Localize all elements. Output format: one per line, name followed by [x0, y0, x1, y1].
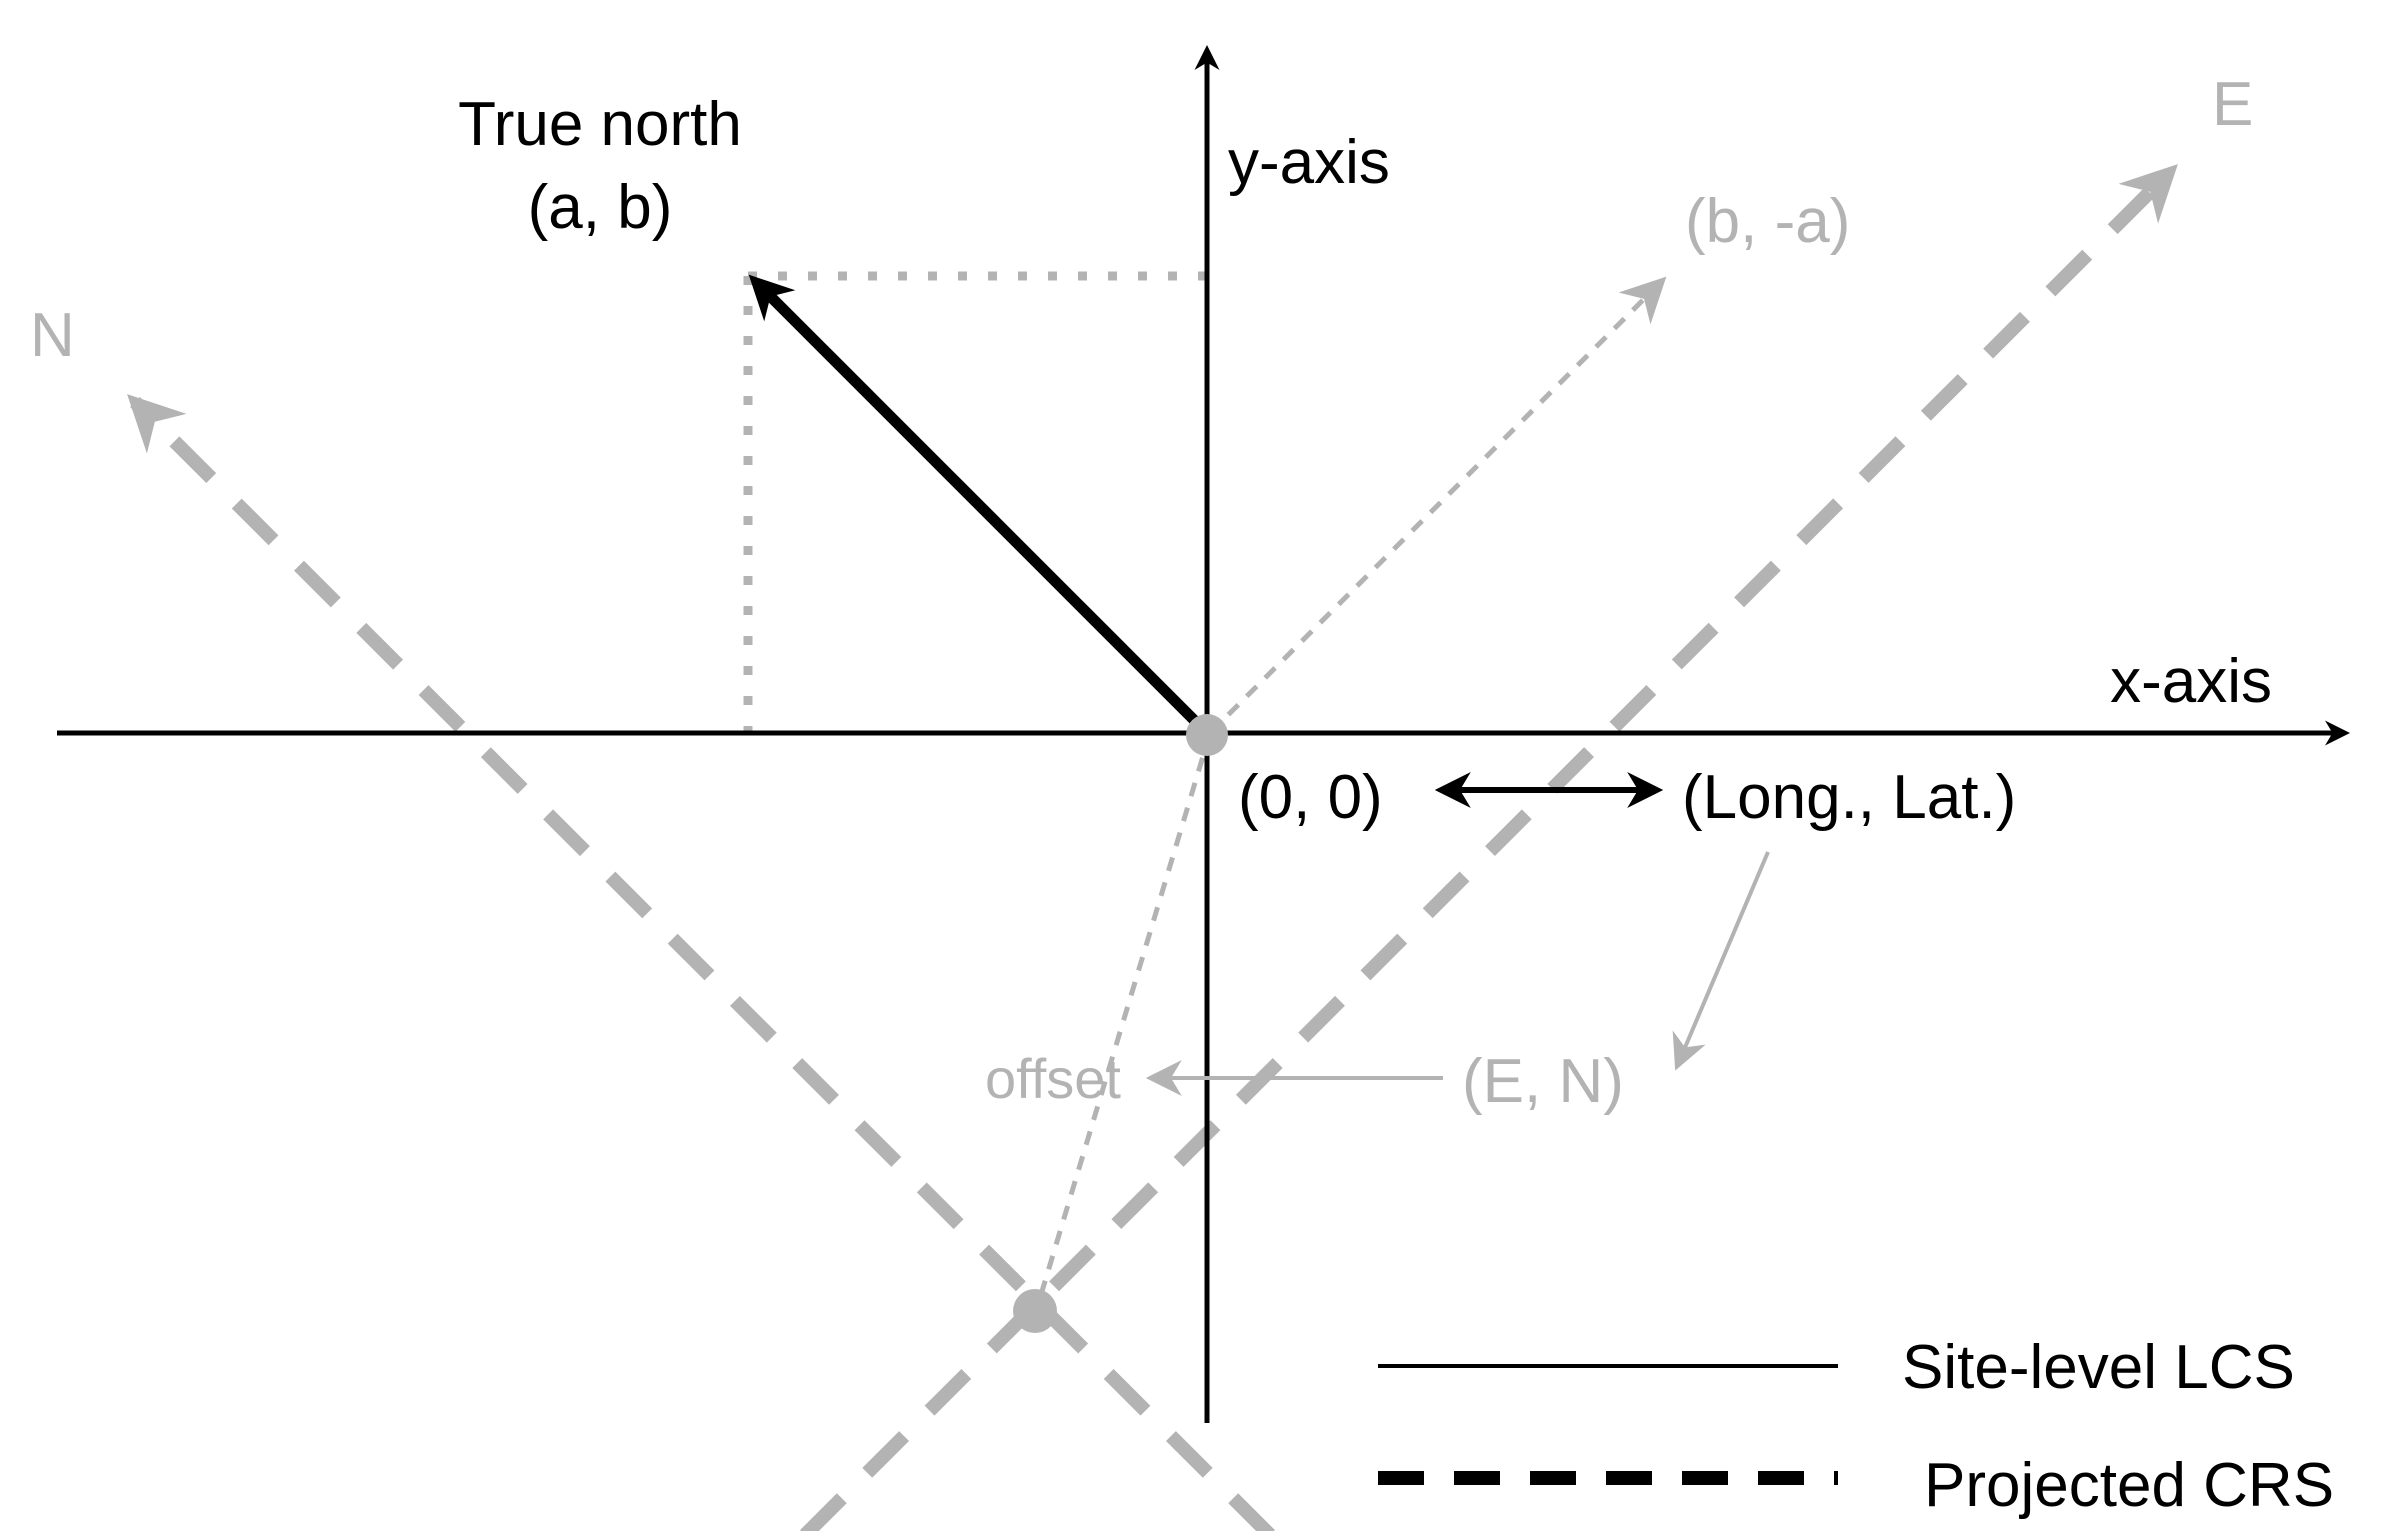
projected-crs-north-axis: [127, 394, 1275, 1531]
true-north-label-line1: True north: [458, 90, 742, 159]
east-label: E: [2212, 70, 2253, 139]
legend: Site-level LCS Projected CRS: [1378, 1333, 2334, 1520]
b-neg-a-label: (b, -a): [1685, 187, 1850, 256]
long-lat-label: (Long., Lat.): [1682, 763, 2016, 832]
offset-line: [1034, 732, 1213, 1309]
legend-projected-crs-label: Projected CRS: [1924, 1451, 2334, 1520]
perpendicular-vector-b-neg-a: [1208, 276, 1667, 735]
origin-label: (0, 0): [1238, 763, 1383, 832]
true-north-label-line2: (a, b): [528, 173, 673, 242]
offset-label: offset: [985, 1047, 1121, 1110]
projected-origin-point: [1013, 1289, 1057, 1333]
e-n-label: (E, N): [1462, 1047, 1624, 1116]
projected-crs-east-axis: [800, 164, 2178, 1531]
geo-to-en-arrow: [1672, 851, 1770, 1071]
true-north-vector: [748, 274, 1211, 737]
y-axis-label: y-axis: [1228, 128, 1390, 197]
x-axis-label: x-axis: [2110, 647, 2272, 716]
site-origin-point: [1186, 714, 1228, 756]
legend-site-lcs-label: Site-level LCS: [1902, 1333, 2295, 1402]
north-label: N: [30, 301, 75, 370]
